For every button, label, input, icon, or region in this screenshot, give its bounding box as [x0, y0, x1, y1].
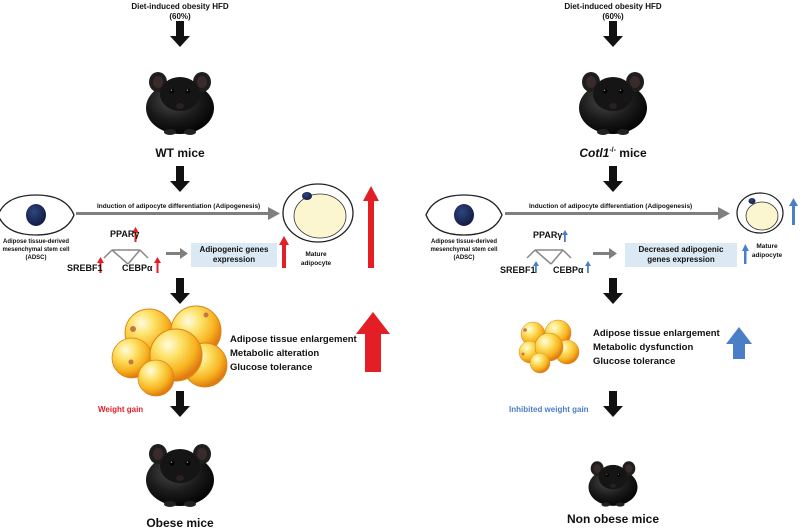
mature-line-2: adipocyte [300, 260, 332, 267]
black-down-arrow-icon [603, 391, 623, 417]
gene-network-arrows [526, 249, 572, 265]
cotl1-mouse-image [579, 72, 647, 135]
obese-mouse-image [146, 444, 214, 507]
mature-line-1: Mature [305, 251, 327, 258]
cebp-alpha-label: CEBPα [122, 263, 153, 273]
blue-up-arrow-icon [789, 198, 798, 225]
blue-up-arrow-icon [726, 327, 752, 359]
mature-line-1: Mature [756, 243, 778, 250]
black-down-arrow-icon [603, 21, 623, 47]
mature-adipocyte-label: Mature adipocyte [296, 250, 336, 268]
black-down-arrow-icon [170, 391, 190, 417]
adsc-label: Adipose tissue-derived mesenchymal stem … [409, 238, 519, 262]
gene-network-arrows [103, 249, 149, 265]
hfd-percent: (60%) [602, 12, 624, 21]
differentiation-label: Induction of adipocyte differentiation (… [97, 203, 261, 210]
srebf1-label: SREBF1 [500, 265, 536, 275]
wt-mouse-image [146, 72, 214, 135]
left-panel [0, 21, 390, 507]
genes-line-1: Adipogenic genes [199, 245, 269, 254]
adsc-line-2: mesenchymal stem cell [2, 247, 70, 253]
red-up-arrow-icon [363, 186, 379, 268]
cebp-alpha-label: CEBPα [553, 265, 584, 275]
gene-up-arrows [533, 230, 749, 273]
differentiation-label: Induction of adipocyte differentiation (… [529, 203, 693, 210]
genes-line-2: genes expression [647, 255, 715, 264]
right-hfd-label: Diet-induced obesity HFD (60%) [553, 2, 673, 22]
left-effects-list: Adipose tissue enlargement Metabolic alt… [230, 333, 357, 375]
effect-item: Glucose tolerance [593, 356, 676, 367]
black-down-arrow-icon [603, 166, 623, 192]
ppar-gamma-label: PPARγ [533, 230, 563, 240]
non-obese-mice-label: Non obese mice [566, 512, 660, 526]
non-obese-mouse-image [588, 461, 638, 507]
ppar-gamma-label: PPARγ [110, 229, 140, 239]
effect-item: Metabolic dysfunction [593, 342, 694, 353]
effect-item: Adipose tissue enlargement [593, 328, 720, 339]
mature-adipocyte-label: Mature adipocyte [747, 242, 787, 260]
mature-adipocyte-icon [282, 183, 354, 243]
adsc-line-1: Adipose tissue-derived [2, 239, 70, 245]
stem-cell-icon [0, 194, 75, 236]
adsc-label: Adipose tissue-derived mesenchymal stem … [0, 238, 91, 262]
left-hfd-label: Diet-induced obesity HFD (60%) [120, 2, 240, 22]
gene-expression-arrow [166, 248, 188, 259]
differentiation-arrow [505, 207, 730, 220]
large-red-up-arrow-icon [356, 312, 390, 372]
mature-line-2: adipocyte [751, 252, 783, 259]
differentiation-arrow [76, 207, 280, 220]
gene-up-arrows [97, 227, 289, 273]
adsc-line-3: (ADSC) [453, 255, 475, 261]
hfd-title: Diet-induced obesity HFD [564, 2, 662, 11]
cotl1-gene-name: Cotl1 [579, 146, 610, 160]
mature-adipocyte-icon [736, 192, 784, 234]
black-down-arrow-icon [170, 21, 190, 47]
stem-cell-icon [425, 194, 503, 236]
decreased-genes-box: Decreased adipogenic genes expression [625, 243, 737, 267]
adipogenic-genes-box: Adipogenic genes expression [191, 243, 277, 267]
hfd-percent: (60%) [169, 12, 191, 21]
weight-gain-label: Weight gain [98, 405, 144, 414]
adsc-line-2: mesenchymal stem cell [430, 247, 498, 253]
genes-line-1: Decreased adipogenic [638, 245, 724, 254]
genes-line-2: expression [212, 255, 256, 264]
adsc-line-3: (ADSC) [25, 255, 47, 261]
effect-item: Metabolic alteration [230, 348, 320, 359]
knockout-superscript: -/- [609, 147, 616, 154]
hfd-title: Diet-induced obesity HFD [131, 2, 229, 11]
adsc-line-1: Adipose tissue-derived [430, 239, 498, 245]
black-down-arrow-icon [603, 278, 623, 304]
fat-cluster-icon [111, 305, 228, 397]
black-down-arrow-icon [170, 166, 190, 192]
right-panel [425, 21, 798, 507]
wt-mice-label: WT mice [155, 146, 205, 160]
gene-expression-arrow [593, 248, 617, 259]
mice-suffix: mice [615, 146, 647, 160]
cotl1-mice-label: Cotl1-/- mice [553, 146, 673, 160]
obese-mice-label: Obese mice [146, 516, 214, 530]
right-effects-list: Adipose tissue enlargement Metabolic dys… [593, 327, 720, 369]
effect-item: Adipose tissue enlargement [230, 334, 357, 345]
fat-cluster-icon [518, 319, 580, 374]
effect-item: Glucose tolerance [230, 362, 313, 373]
black-down-arrow-icon [170, 278, 190, 304]
inhibited-weight-gain-label: Inhibited weight gain [509, 405, 589, 414]
srebf1-label: SREBF1 [67, 263, 103, 273]
